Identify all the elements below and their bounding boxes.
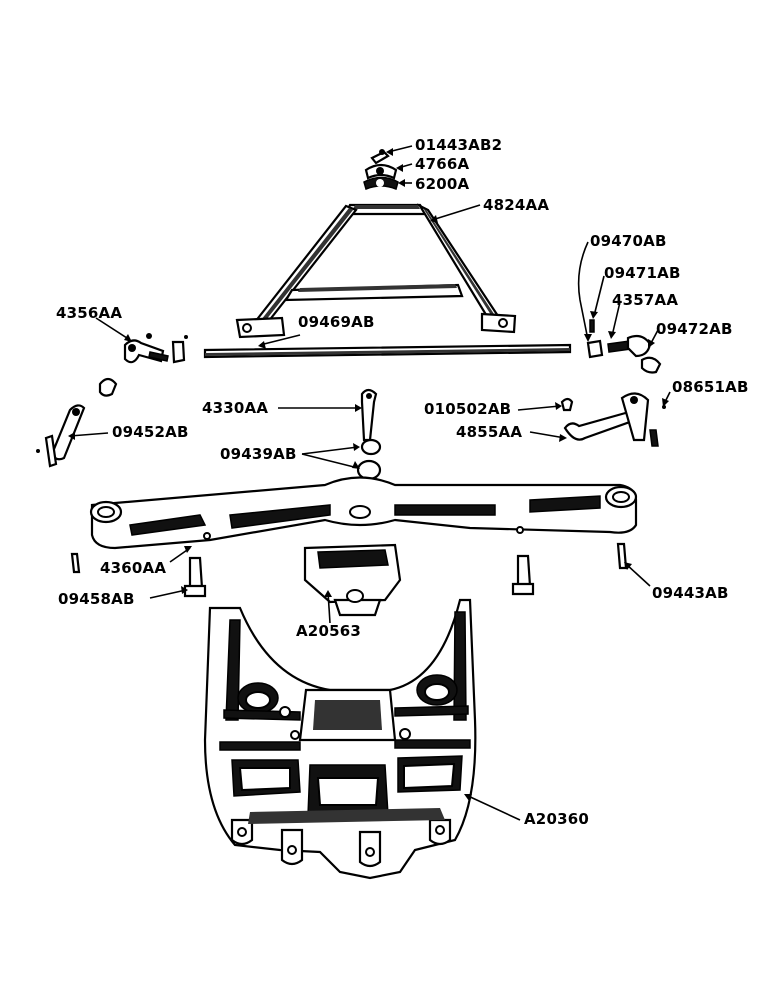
label-09472AB: 09472AB <box>656 320 733 338</box>
bolt-09458AB <box>183 556 207 598</box>
clip-nut-washer-stack <box>363 149 399 191</box>
label-09443AB: 09443AB <box>652 584 729 602</box>
pin-left <box>70 552 81 574</box>
label-010502AB: 010502AB <box>424 400 511 418</box>
label-09458AB: 09458AB <box>58 590 135 608</box>
bolt-right-center <box>511 554 535 596</box>
label-6200A: 6200A <box>415 175 470 193</box>
pin-09443AB <box>616 542 628 570</box>
pivot-bracket-A20563 <box>303 543 402 617</box>
tie-rod-end-left-4356AA <box>123 333 188 364</box>
label-4360AA: 4360AA <box>100 559 166 577</box>
tie-rod-09469AB <box>203 343 572 359</box>
steering-arm-left-09452AB <box>36 377 118 468</box>
label-09439AB: 09439AB <box>220 445 297 463</box>
label-09469AB: 09469AB <box>298 313 375 331</box>
label-A20563: A20563 <box>296 622 361 640</box>
center-pin-4330AA <box>360 388 378 442</box>
label-4766A: 4766A <box>415 155 470 173</box>
front-axle-4360AA <box>89 476 638 550</box>
label-4356AA: 4356AA <box>56 304 122 322</box>
label-09471AB: 09471AB <box>604 264 681 282</box>
label-09452AB: 09452AB <box>112 423 189 441</box>
tie-rod-end-right-4357AA <box>586 319 662 374</box>
label-4330AA: 4330AA <box>202 399 268 417</box>
leader-lines <box>68 145 671 821</box>
label-09470AB: 09470AB <box>590 232 667 250</box>
steering-arm-right-4855AA <box>560 392 666 447</box>
front-bolster-A20360 <box>203 598 477 880</box>
label-A20360: A20360 <box>524 810 589 828</box>
label-08651AB: 08651AB <box>672 378 749 396</box>
radius-rod-support-4824AA <box>235 203 517 339</box>
label-4824AA: 4824AA <box>483 196 549 214</box>
bushings-09439AB <box>356 438 382 481</box>
label-4855AA: 4855AA <box>456 423 522 441</box>
label-01443AB2: 01443AB2 <box>415 136 502 154</box>
label-4357AA: 4357AA <box>612 291 678 309</box>
part-labels: 01443AB2 4766A 6200A 4824AA 09470AB 0947… <box>56 136 749 828</box>
